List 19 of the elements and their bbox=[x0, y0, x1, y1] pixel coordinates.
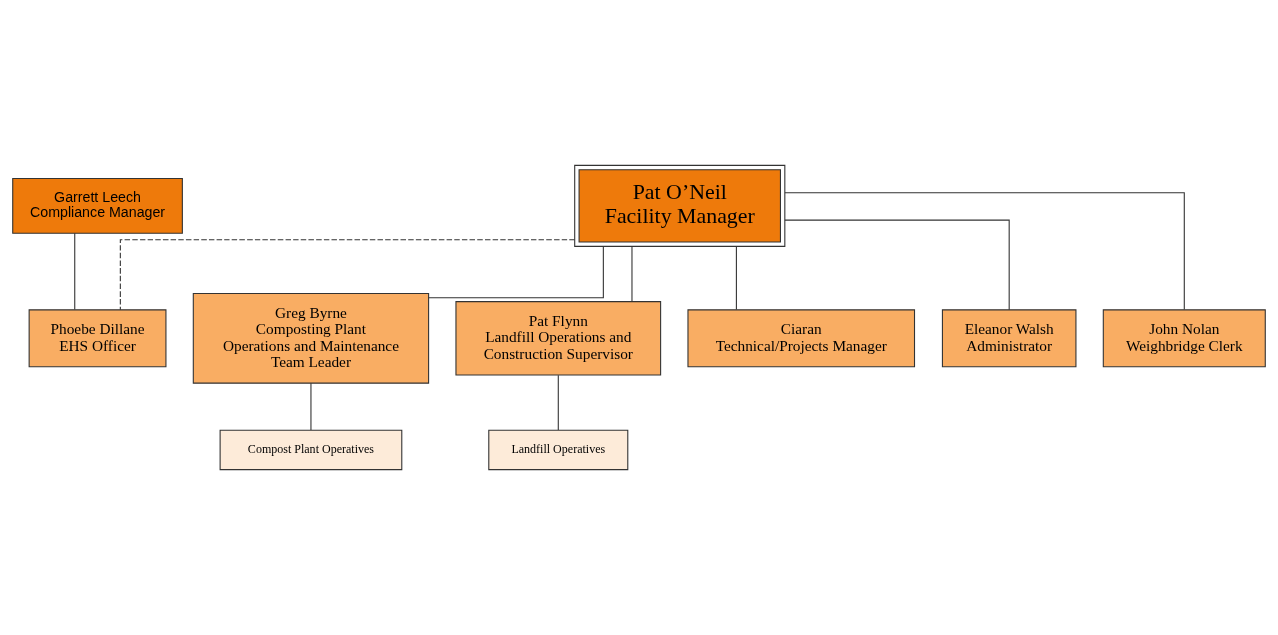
node-box: Eleanor Walsh Administrator bbox=[941, 309, 1077, 368]
node-box: Landfill Operatives bbox=[488, 429, 629, 471]
node-box: Pat O’Neil Facility Manager bbox=[574, 164, 786, 247]
connector bbox=[557, 374, 559, 431]
node-box: Ciaran Technical/Projects Manager bbox=[687, 309, 916, 368]
node-box: Garrett Leech Compliance Manager bbox=[12, 177, 183, 234]
node-box: John Nolan Weighbridge Clerk bbox=[1102, 309, 1266, 368]
connector bbox=[784, 192, 1185, 311]
connector bbox=[119, 239, 576, 311]
connector bbox=[428, 245, 604, 299]
connector bbox=[735, 246, 737, 311]
node-box: Phoebe Dillane EHS Officer bbox=[28, 309, 167, 368]
connector bbox=[784, 219, 1010, 311]
node-box: Pat Flynn Landfill Operations and Construction Supervisor bbox=[455, 301, 662, 376]
node-box: Compost Plant Operatives bbox=[219, 429, 403, 471]
connector bbox=[74, 232, 76, 311]
node-box: Greg Byrne Composting Plant Operations and Maintenance Team Leader bbox=[192, 292, 430, 384]
connector bbox=[310, 382, 312, 431]
connector bbox=[631, 246, 633, 302]
